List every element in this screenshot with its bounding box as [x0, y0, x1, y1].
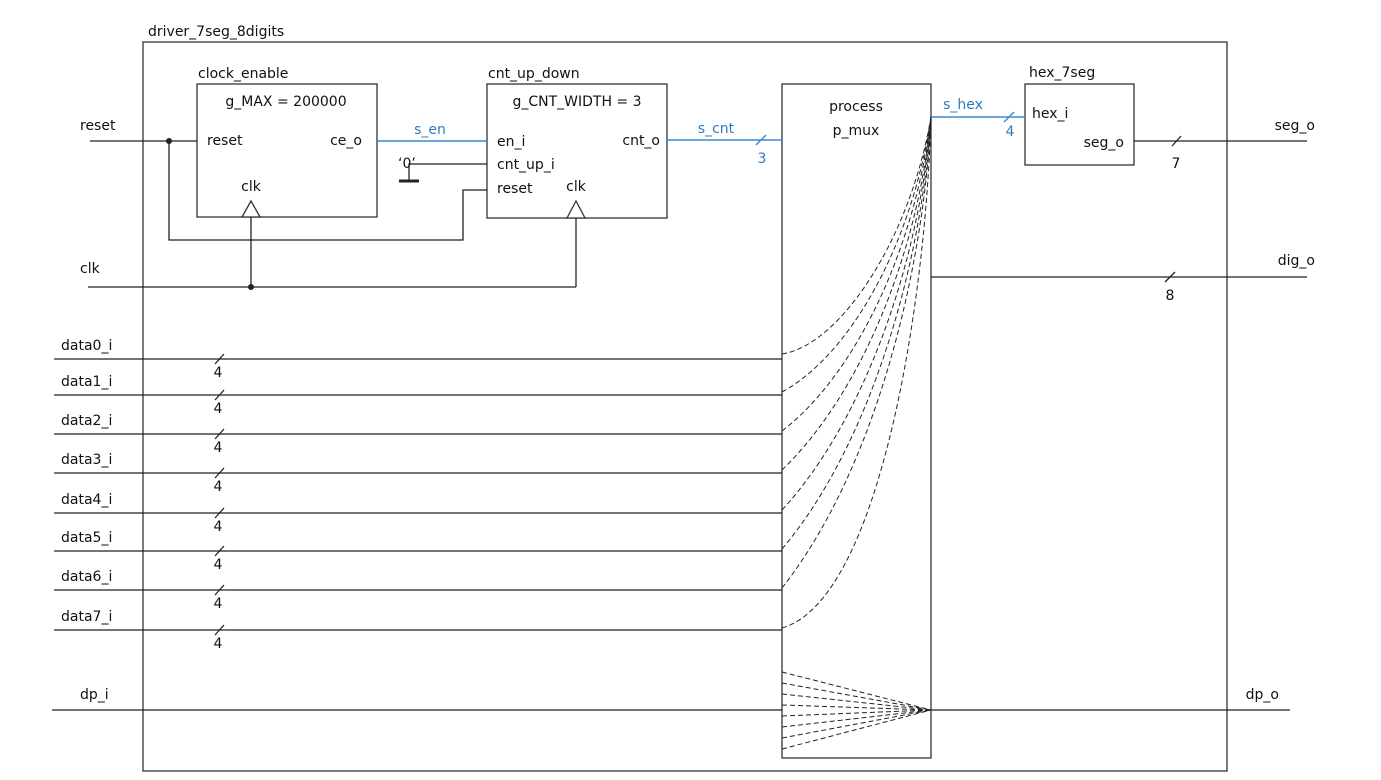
s-hex-label: s_hex [943, 97, 983, 113]
dig-o-width: 8 [1166, 288, 1175, 304]
output-seg-o: 7 seg_o [1134, 118, 1315, 172]
hex-7seg-port-hex-i: hex_i [1032, 106, 1068, 122]
cnt-up-down-name: cnt_up_down [488, 66, 580, 82]
data-input-width: 4 [214, 596, 223, 612]
data-input-width: 4 [214, 440, 223, 456]
output-dp-o: dp_o [931, 687, 1290, 711]
data-input-label: data7_i [61, 609, 112, 625]
constant-zero: ‘0’ [398, 156, 487, 183]
data-input-5: data5_i 4 [54, 530, 782, 573]
hex-7seg-name: hex_7seg [1029, 65, 1095, 81]
input-label-clk: clk [80, 261, 101, 277]
data-input-width: 4 [214, 365, 223, 381]
data-input-label: data6_i [61, 569, 112, 585]
mux-data-curves [781, 116, 932, 629]
hex-7seg-block: hex_7seg hex_i seg_o [1024, 65, 1135, 166]
s-cnt-label: s_cnt [698, 121, 735, 137]
mux-dp-fan [781, 671, 932, 750]
output-label-seg-o: seg_o [1275, 118, 1315, 134]
seg-o-width: 7 [1172, 156, 1181, 172]
cnt-up-down-generic: g_CNT_WIDTH = 3 [512, 94, 641, 110]
cnt-up-down-port-reset: reset [497, 181, 533, 197]
data-input-3: data3_i 4 [54, 452, 782, 495]
top-entity-label: driver_7seg_8digits [148, 24, 284, 40]
clk-net: clk [80, 217, 577, 290]
data-input-label: data5_i [61, 530, 112, 546]
s-hex-width: 4 [1006, 124, 1015, 140]
data-input-width: 4 [214, 636, 223, 652]
clock-enable-name: clock_enable [198, 66, 288, 82]
data-input-7: data7_i 4 [54, 609, 782, 652]
data-input-1: data1_i 4 [54, 374, 782, 417]
data-input-width: 4 [214, 519, 223, 535]
cnt-up-down-port-cnt-o: cnt_o [622, 133, 660, 149]
cnt-up-down-block: cnt_up_down g_CNT_WIDTH = 3 en_i cnt_up_… [486, 66, 668, 219]
data-input-label: data1_i [61, 374, 112, 390]
clk-junction-dot [248, 284, 254, 290]
data-input-label: data0_i [61, 338, 112, 354]
signal-s-cnt: s_cnt 3 [667, 121, 782, 167]
p-mux-process: process p_mux [781, 83, 932, 759]
input-label-dp-i: dp_i [80, 687, 109, 703]
constant-zero-label: ‘0’ [398, 156, 416, 172]
cnt-up-down-port-clk: clk [566, 179, 587, 195]
data-input-width: 4 [214, 401, 223, 417]
data-input-label: data2_i [61, 413, 112, 429]
data-input-4: data4_i 4 [54, 492, 782, 535]
output-label-dp-o: dp_o [1246, 687, 1279, 703]
output-dig-o: 8 dig_o [931, 253, 1315, 304]
output-label-dig-o: dig_o [1278, 253, 1315, 269]
dp-input: dp_i [52, 687, 782, 711]
data-input-width: 4 [214, 479, 223, 495]
input-label-reset: reset [80, 118, 116, 134]
clock-enable-port-clk: clk [241, 179, 262, 195]
clock-enable-generic: g_MAX = 200000 [225, 94, 346, 110]
p-mux-line2: p_mux [833, 123, 880, 139]
data-input-label: data4_i [61, 492, 112, 508]
data-input-2: data2_i 4 [54, 413, 782, 456]
signal-s-hex: s_hex 4 [931, 97, 1025, 140]
clock-enable-port-ce-o: ce_o [330, 133, 362, 149]
s-cnt-width: 3 [758, 151, 767, 167]
data-input-label: data3_i [61, 452, 112, 468]
clock-enable-block: clock_enable g_MAX = 200000 reset ce_o c… [196, 66, 378, 218]
s-en-label: s_en [414, 122, 446, 138]
data-input-6: data6_i 4 [54, 569, 782, 612]
data-input-0: data0_i 4 [54, 338, 782, 381]
clock-enable-port-reset: reset [207, 133, 243, 149]
hex-7seg-port-seg-o: seg_o [1084, 135, 1124, 151]
reset-net: reset [80, 118, 487, 241]
cnt-up-down-port-en-i: en_i [497, 134, 525, 150]
p-mux-line1: process [829, 99, 883, 115]
data-input-width: 4 [214, 557, 223, 573]
signal-s-en: s_en [377, 122, 487, 142]
cnt-up-down-port-cnt-up-i: cnt_up_i [497, 157, 555, 173]
